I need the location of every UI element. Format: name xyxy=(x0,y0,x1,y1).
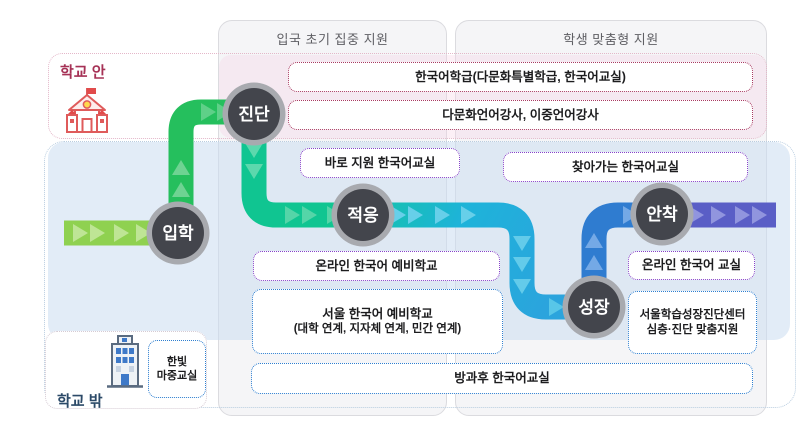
box-seoul-korean-prep-school: 서울 한국어 예비학교 (대학 연계, 지자체 연계, 민간 연계) xyxy=(252,289,503,354)
box-seoul-korean-prep-school-line1: 서울 한국어 예비학교 xyxy=(322,306,433,321)
inside-school-label: 학교 안 xyxy=(60,64,106,81)
box-visiting-korean-classroom-text: 찾아가는 한국어교실 xyxy=(572,159,679,174)
box-online-korean-prep-school: 온라인 한국어 예비학교 xyxy=(253,251,500,281)
box-immediate-korean-classroom: 바로 지원 한국어교실 xyxy=(300,148,460,178)
box-afterschool-korean-classroom-text: 방과후 한국어교실 xyxy=(454,371,550,386)
box-multicultural-instructors: 다문화언어강사, 이중언어강사 xyxy=(288,100,753,130)
box-hanbit-majung-classroom: 한빛 마중교실 xyxy=(148,340,206,398)
box-hanbit-line1: 한빛 xyxy=(166,355,188,368)
box-seoul-learning-growth-center: 서울학습성장진단센터 심층·진단 맞춤지원 xyxy=(628,291,757,354)
box-online-korean-classroom-text: 온라인 한국어 교실 xyxy=(642,258,741,273)
box-seoul-korean-prep-school-line2: (대학 연계, 지자체 연계, 민간 연계) xyxy=(293,323,462,336)
outside-school-label: 학교 밖 xyxy=(57,393,103,410)
box-multicultural-instructors-text: 다문화언어강사, 이중언어강사 xyxy=(442,107,599,122)
column-header-initial-entry: 입국 초기 집중 지원 xyxy=(276,32,389,47)
column-header-student-custom: 학생 맞춤형 지원 xyxy=(563,32,659,47)
outer-dotted-frame xyxy=(44,141,796,408)
box-seoul-learning-growth-center-line2: 심층·진단 맞춤지원 xyxy=(646,323,739,336)
box-korean-language-class: 한국어학급(다문화특별학급, 한국어교실) xyxy=(288,62,753,92)
box-hanbit-line2: 마중교실 xyxy=(156,370,198,382)
box-immediate-korean-classroom-text: 바로 지원 한국어교실 xyxy=(324,155,436,170)
box-visiting-korean-classroom: 찾아가는 한국어교실 xyxy=(503,152,748,182)
inside-school-row xyxy=(48,53,767,139)
box-korean-language-class-text: 한국어학급(다문화특별학급, 한국어교실) xyxy=(415,69,626,84)
box-seoul-learning-growth-center-line1: 서울학습성장진단센터 xyxy=(639,308,746,321)
box-afterschool-korean-classroom: 방과후 한국어교실 xyxy=(251,363,753,394)
box-online-korean-classroom: 온라인 한국어 교실 xyxy=(628,251,755,280)
box-online-korean-prep-school-text: 온라인 한국어 예비학교 xyxy=(315,258,438,273)
